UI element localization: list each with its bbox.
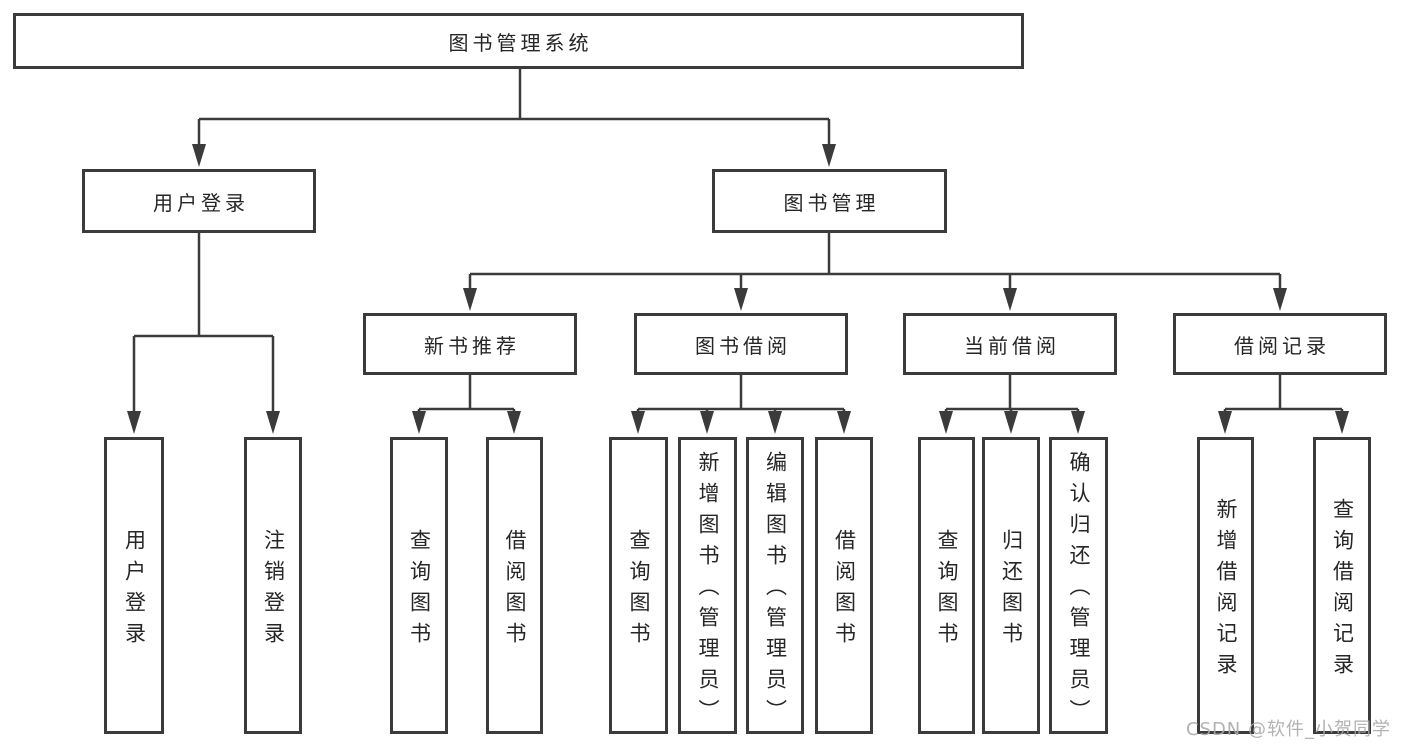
node-borrow-books-recommend: 借阅图书 xyxy=(486,437,543,734)
node-borrow-books: 借阅图书 xyxy=(815,437,873,734)
node-query-books-current-label: 查询图书 xyxy=(935,528,959,653)
node-user-login-group-label: 用户登录 xyxy=(153,190,249,215)
node-confirm-return-admin-label: 确认归还（管理员） xyxy=(1067,451,1091,730)
node-user-login-group: 用户登录 xyxy=(82,169,316,233)
node-edit-books-admin: 编辑图书（管理员） xyxy=(746,437,804,734)
node-book-management: 图书管理 xyxy=(712,169,947,233)
node-add-borrow-record: 新增借阅记录 xyxy=(1197,437,1254,734)
node-query-books-current: 查询图书 xyxy=(918,437,975,734)
node-logout-label: 注销登录 xyxy=(261,528,286,653)
node-return-books-label: 归还图书 xyxy=(999,528,1024,653)
node-edit-books-admin-label: 编辑图书（管理员） xyxy=(763,451,788,730)
node-borrow-records-label: 借阅记录 xyxy=(1234,333,1330,358)
node-query-books-borrow-label: 查询图书 xyxy=(627,528,651,653)
node-book-borrow: 图书借阅 xyxy=(634,313,848,375)
node-borrow-books-recommend-label: 借阅图书 xyxy=(503,528,527,653)
node-login-label: 用户登录 xyxy=(122,528,147,653)
node-add-borrow-record-label: 新增借阅记录 xyxy=(1214,497,1238,684)
node-login: 用户登录 xyxy=(104,437,164,734)
node-root: 图书管理系统 xyxy=(13,13,1024,69)
node-borrow-records: 借阅记录 xyxy=(1173,313,1387,375)
node-query-books-recommend-label: 查询图书 xyxy=(407,528,432,653)
node-query-borrow-record-label: 查询借阅记录 xyxy=(1330,497,1355,684)
node-book-borrow-label: 图书借阅 xyxy=(695,333,791,358)
node-add-books-admin-label: 新增图书（管理员） xyxy=(696,451,720,730)
node-current-borrow-label: 当前借阅 xyxy=(964,333,1060,358)
node-new-book-recommend-label: 新书推荐 xyxy=(424,333,520,358)
node-book-management-label: 图书管理 xyxy=(783,190,880,215)
node-new-book-recommend: 新书推荐 xyxy=(363,313,577,375)
node-logout: 注销登录 xyxy=(244,437,302,734)
csdn-watermark: CSDN @软件_小贺同学 xyxy=(1185,719,1391,740)
node-query-books-recommend: 查询图书 xyxy=(390,437,448,734)
node-query-books-borrow: 查询图书 xyxy=(609,437,668,734)
node-borrow-books-label: 借阅图书 xyxy=(832,528,857,653)
node-confirm-return-admin: 确认归还（管理员） xyxy=(1049,437,1108,734)
node-current-borrow: 当前借阅 xyxy=(903,313,1117,375)
node-add-books-admin: 新增图书（管理员） xyxy=(678,437,737,734)
node-return-books: 归还图书 xyxy=(982,437,1040,734)
node-root-label: 图书管理系统 xyxy=(448,30,593,55)
node-query-borrow-record: 查询借阅记录 xyxy=(1313,437,1371,734)
